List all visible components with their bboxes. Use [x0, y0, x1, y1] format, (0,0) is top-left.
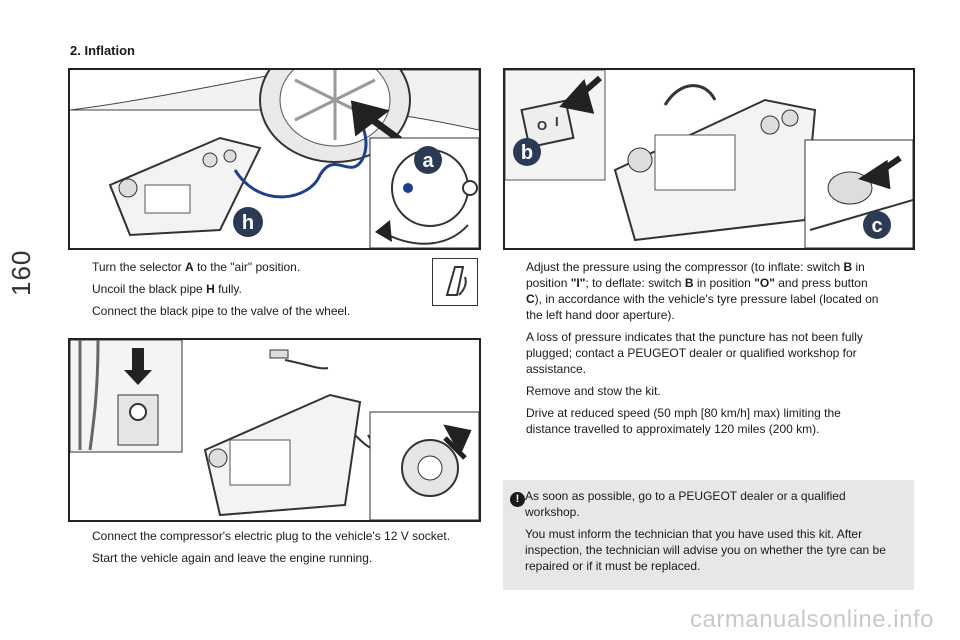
figure-hose-to-wheel: h a — [68, 68, 481, 250]
list-item: Turn the selector A to the "air" positio… — [92, 260, 301, 274]
svg-text:a: a — [422, 150, 434, 172]
notice-paragraph: You must inform the technician that you … — [525, 527, 886, 573]
list-item: Adjust the pressure using the compressor… — [526, 260, 879, 322]
selector-inset — [375, 149, 478, 245]
svg-text:h: h — [242, 212, 254, 234]
compressor-drawing — [108, 136, 262, 237]
figure-compressor-switches: O I b c — [503, 68, 915, 250]
svg-text:c: c — [871, 215, 882, 237]
callout-a: a — [414, 146, 442, 174]
list-item: Drive at reduced speed (50 mph [80 km/h]… — [526, 406, 841, 436]
page-number: 160 — [6, 249, 36, 296]
pressure-note: A loss of pressure indicates that the pu… — [526, 330, 863, 376]
section-title: 2. Inflation — [70, 43, 135, 58]
left-steps: Turn the selector A to the "air" positio… — [70, 259, 430, 325]
callout-c: c — [863, 211, 891, 239]
warning-icon: ! — [510, 492, 525, 507]
right-steps: Adjust the pressure using the compressor… — [504, 259, 884, 443]
selector-symbol-inset — [432, 258, 478, 306]
list-item: Start the vehicle again and leave the en… — [92, 551, 373, 565]
warning-notice: ! As soon as possible, go to a PEUGEOT d… — [503, 480, 914, 590]
svg-text:I: I — [555, 114, 559, 129]
watermark: carmanualsonline.info — [690, 606, 934, 633]
button-c-inset — [809, 155, 913, 231]
list-item: Connect the compressor's electric plug t… — [92, 529, 451, 543]
svg-text:b: b — [521, 142, 533, 164]
svg-text:O: O — [537, 118, 547, 133]
callout-b: b — [513, 138, 541, 166]
callout-h: h — [233, 207, 263, 237]
list-item: Connect the black pipe to the valve of t… — [92, 304, 351, 318]
lower-steps: Connect the compressor's electric plug t… — [70, 528, 490, 572]
switch-b-inset: O I — [520, 75, 602, 149]
list-item: Remove and stow the kit. — [526, 384, 661, 398]
notice-paragraph: As soon as possible, go to a PEUGEOT dea… — [525, 489, 846, 519]
figure-12v-socket — [68, 338, 481, 522]
list-item: Uncoil the black pipe H fully. — [92, 282, 242, 296]
